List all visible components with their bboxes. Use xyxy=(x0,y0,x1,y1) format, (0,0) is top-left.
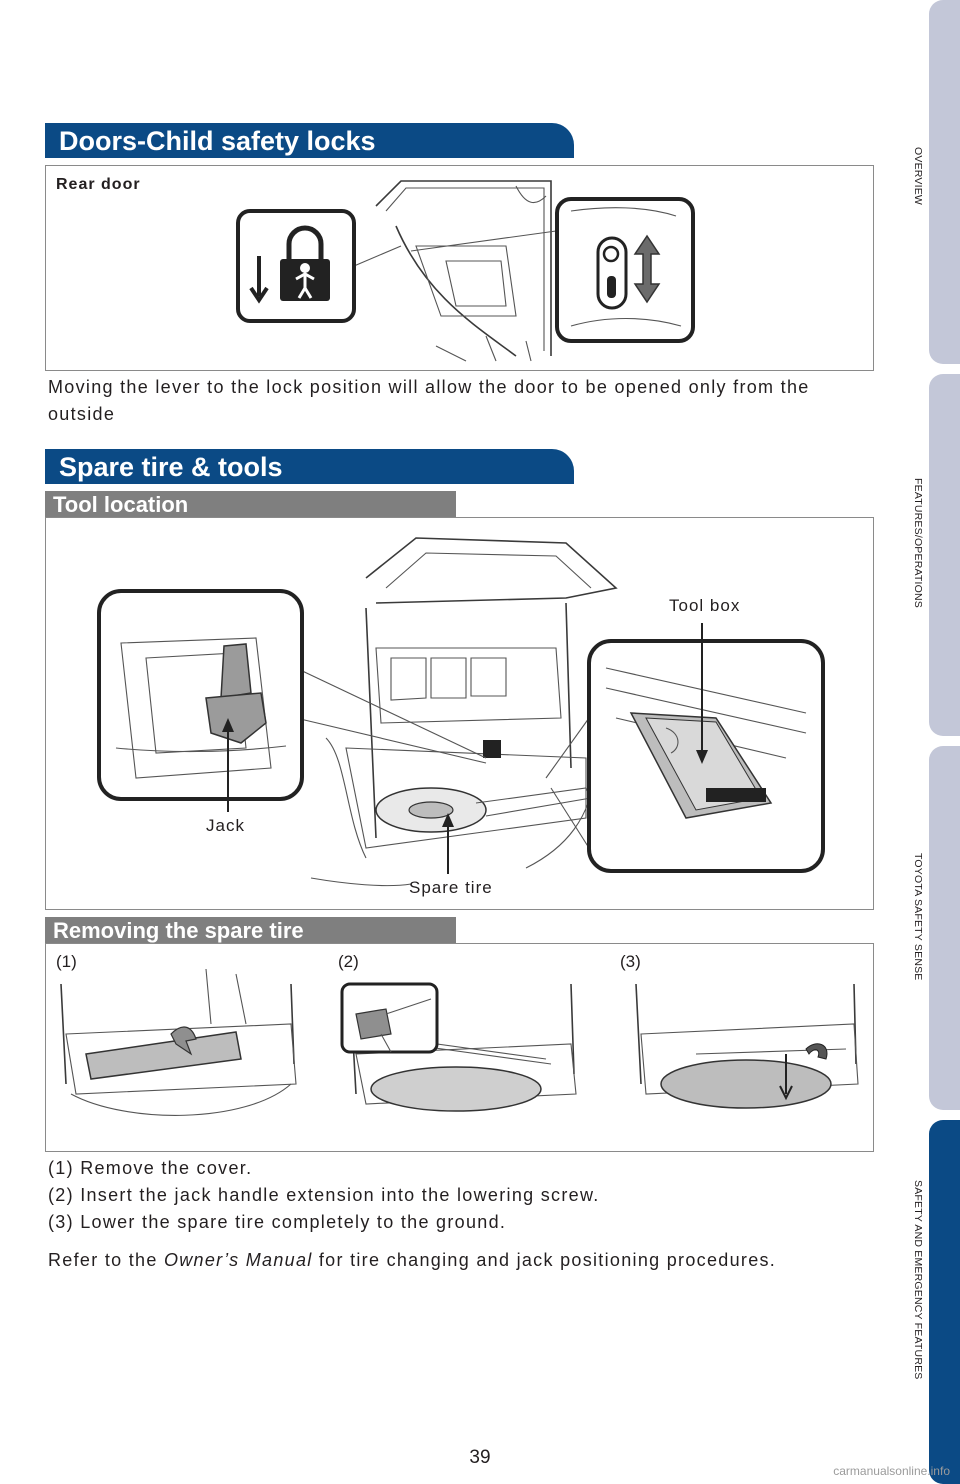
owners-manual-ref: Owner’s Manual xyxy=(163,1250,313,1270)
side-label-features-operations: FEATURES/OPERATIONS xyxy=(912,478,924,609)
side-tab-safety-emergency[interactable] xyxy=(929,1120,960,1484)
tool-box-label: Tool box xyxy=(669,596,741,615)
removing-spare-figure: (1) (2) (3) xyxy=(45,943,874,1152)
spare-section-title: Spare tire & tools xyxy=(45,449,574,484)
step-3-text: (3) Lower the spare tire completely to t… xyxy=(48,1212,507,1232)
step-3-number: (3) xyxy=(620,952,641,971)
jack-label: Jack xyxy=(206,816,245,835)
side-label-overview: OVERVIEW xyxy=(912,147,924,206)
rear-door-figure: Rear door xyxy=(45,165,874,371)
step-2-number: (2) xyxy=(338,952,359,971)
step-1-number: (1) xyxy=(56,952,77,971)
removing-spare-illustrations xyxy=(60,968,859,1116)
refer-suffix: for tire changing and jack positioning p… xyxy=(312,1250,777,1270)
doors-section-title: Doors-Child safety locks xyxy=(45,123,574,158)
tool-location-figure: Tool box Jack Spare tire xyxy=(45,517,874,910)
doors-description: Moving the lever to the lock position wi… xyxy=(48,377,810,424)
step-2-text: (2) Insert the jack handle extension int… xyxy=(48,1185,600,1205)
tool-location-illustration xyxy=(97,537,825,887)
refer-note: Refer to the Owner’s Manual for tire cha… xyxy=(48,1247,908,1274)
rear-door-label: Rear door xyxy=(56,176,141,193)
step-1-text: (1) Remove the cover. xyxy=(48,1158,253,1178)
rear-door-illustration xyxy=(236,180,695,362)
refer-prefix: Refer to the xyxy=(48,1250,164,1270)
side-tab-features-operations[interactable] xyxy=(929,374,960,736)
spare-tire-label: Spare tire xyxy=(409,878,493,897)
side-label-toyota-safety-sense: TOYOTA SAFETY SENSE xyxy=(912,853,924,981)
page-number: 39 xyxy=(469,1447,491,1468)
side-label-safety-emergency: SAFETY AND EMERGENCY FEATURES xyxy=(912,1180,924,1380)
side-tab-overview[interactable] xyxy=(929,0,960,364)
watermark: carmanualsonline.info xyxy=(833,1464,950,1478)
removing-spare-subtitle: Removing the spare tire xyxy=(45,917,456,943)
side-tab-toyota-safety-sense[interactable] xyxy=(929,746,960,1110)
tool-location-subtitle: Tool location xyxy=(45,491,456,517)
